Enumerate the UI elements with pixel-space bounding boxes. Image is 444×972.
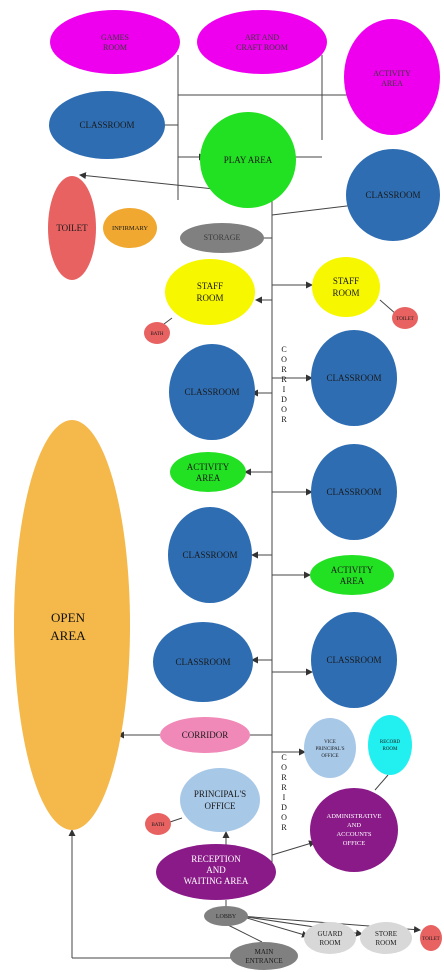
node-classroom-3: CLASSROOM [169, 344, 255, 440]
classroom-4-label: CLASSROOM [326, 373, 381, 383]
guard-line1: GUARD [318, 930, 343, 938]
classroom-2-label: CLASSROOM [365, 190, 420, 200]
classroom-7-label: CLASSROOM [175, 657, 230, 667]
node-classroom-4: CLASSROOM [311, 330, 397, 426]
activity-mid-line1: ACTIVITY [187, 462, 230, 472]
storage-label: STORAGE [204, 233, 241, 242]
records-line2: ROOM [382, 747, 398, 752]
node-toilet: TOILET [48, 176, 96, 280]
node-classroom-2: CLASSROOM [346, 149, 440, 241]
reception-line2: AND [206, 865, 226, 875]
node-small-red-left: BATH [144, 322, 170, 344]
node-admin-office: ADMINISTRATIVE AND ACCOUNTS OFFICE [310, 788, 398, 872]
store-line2: ROOM [375, 939, 397, 947]
node-lobby: LOBBY [204, 906, 248, 926]
admin-line3: ACCOUNTS [336, 831, 371, 838]
main-entrance-line2: ENTRANCE [245, 957, 282, 965]
node-play-area: PLAY AREA [200, 112, 296, 208]
node-activity-area-mid: ACTIVITY AREA [170, 452, 246, 492]
node-classroom-1: CLASSROOM [49, 91, 165, 159]
activity-right-line1: ACTIVITY [331, 565, 374, 575]
games-room-line2: ROOM [103, 43, 127, 52]
node-classroom-8: CLASSROOM [311, 612, 397, 708]
reception-line3: WAITING AREA [184, 876, 249, 886]
lobby-label: LOBBY [216, 914, 237, 920]
activity-top-line1: ACTIVITY [373, 69, 411, 78]
admin-line4: OFFICE [343, 840, 365, 847]
small-red-principal-label: BATH [151, 823, 164, 828]
node-reception: RECEPTION AND WAITING AREA [156, 844, 276, 900]
open-area-line2: AREA [50, 628, 86, 643]
store-line1: STORE [375, 930, 397, 938]
classroom-6-label: CLASSROOM [182, 550, 237, 560]
principal-line2: OFFICE [204, 801, 236, 811]
node-classroom-7: CLASSROOM [153, 622, 253, 702]
play-area-label: PLAY AREA [224, 155, 273, 165]
toilet-label: TOILET [56, 223, 88, 233]
small-red-right-label: TOILET [396, 317, 413, 322]
classroom-3-label: CLASSROOM [184, 387, 239, 397]
node-main-entrance: MAIN ENTRANCE [230, 942, 298, 970]
games-room-line1: GAMES [101, 33, 129, 42]
staff-left-line2: ROOM [196, 293, 223, 303]
admin-line2: AND [347, 822, 361, 829]
open-area-line1: OPEN [51, 610, 86, 625]
activity-mid-line2: AREA [196, 473, 221, 483]
activity-right-line2: AREA [340, 576, 365, 586]
node-store-room: STORE ROOM [360, 922, 412, 954]
node-classroom-5: CLASSROOM [311, 444, 397, 540]
node-activity-area-right: ACTIVITY AREA [310, 555, 394, 595]
node-art-craft-room: ART AND CRAFT ROOM [197, 10, 327, 74]
node-staff-room-left: STAFF ROOM [165, 259, 255, 325]
node-staff-room-right: STAFF ROOM [312, 257, 380, 317]
small-red-bottom-label: TOILET [422, 937, 439, 942]
guard-line2: ROOM [319, 939, 341, 947]
vp-line2: PRINCIPAL'S [315, 747, 344, 752]
node-corridor: CORRIDOR [160, 717, 250, 753]
node-activity-area-top: ACTIVITY AREA [344, 19, 440, 135]
node-guard-room: GUARD ROOM [304, 922, 356, 954]
node-storage: STORAGE [180, 223, 264, 253]
main-entrance-line1: MAIN [255, 948, 274, 956]
node-records-room: RECORD ROOM [368, 715, 412, 775]
node-vice-principal-office: VICE PRINCIPAL'S OFFICE [304, 718, 356, 778]
node-small-red-bottom: TOILET [420, 925, 442, 951]
node-classroom-6: CLASSROOM [168, 507, 252, 603]
staff-right-line1: STAFF [333, 276, 359, 286]
classroom-1-label: CLASSROOM [79, 120, 134, 130]
vp-line1: VICE [324, 740, 336, 745]
staff-left-line1: STAFF [197, 281, 223, 291]
reception-line1: RECEPTION [191, 854, 241, 864]
art-room-line1: ART AND [245, 33, 279, 42]
art-room-line2: CRAFT ROOM [236, 43, 288, 52]
node-principal-office: PRINCIPAL'S OFFICE [180, 768, 260, 832]
classroom-5-label: CLASSROOM [326, 487, 381, 497]
records-line1: RECORD [380, 740, 401, 745]
node-infirmary: INFIRMARY [103, 208, 157, 248]
node-games-room: GAMES ROOM [50, 10, 180, 74]
staff-right-line2: ROOM [332, 288, 359, 298]
node-open-area: OPEN AREA [14, 420, 130, 830]
principal-line1: PRINCIPAL'S [194, 789, 246, 799]
admin-line1: ADMINISTRATIVE [327, 813, 382, 820]
classroom-8-label: CLASSROOM [326, 655, 381, 665]
node-small-red-principal: BATH [145, 813, 171, 835]
infirmary-label: INFIRMARY [112, 225, 148, 232]
small-red-left-label: BATH [150, 332, 163, 337]
activity-top-line2: AREA [381, 79, 403, 88]
corridor-node-label: CORRIDOR [182, 730, 229, 740]
node-small-red-right: TOILET [392, 307, 418, 329]
vp-line3: OFFICE [321, 754, 338, 759]
